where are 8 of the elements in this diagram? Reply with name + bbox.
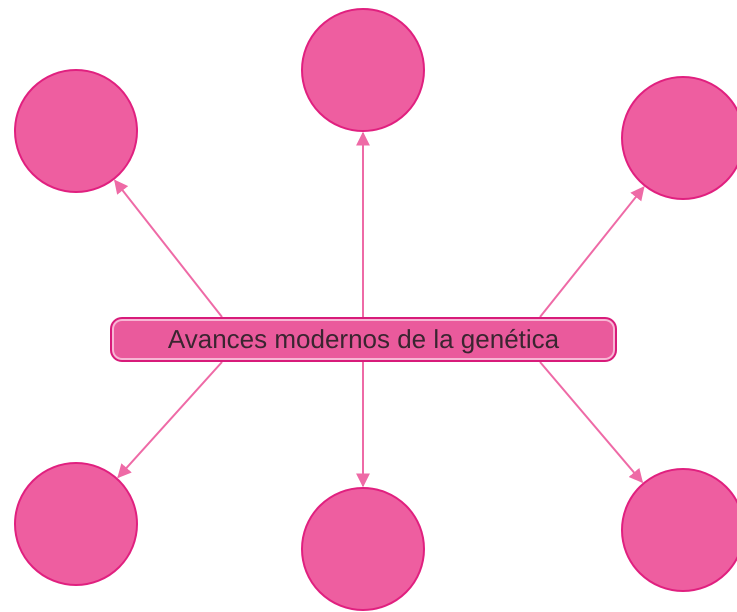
arrow [356,132,370,317]
arrow [539,186,645,318]
arrow [117,361,223,478]
title-text: Avances modernos de la genética [168,324,560,355]
title-box [110,317,617,362]
arrow [114,179,223,318]
arrow [356,362,370,488]
arrow [539,361,644,484]
